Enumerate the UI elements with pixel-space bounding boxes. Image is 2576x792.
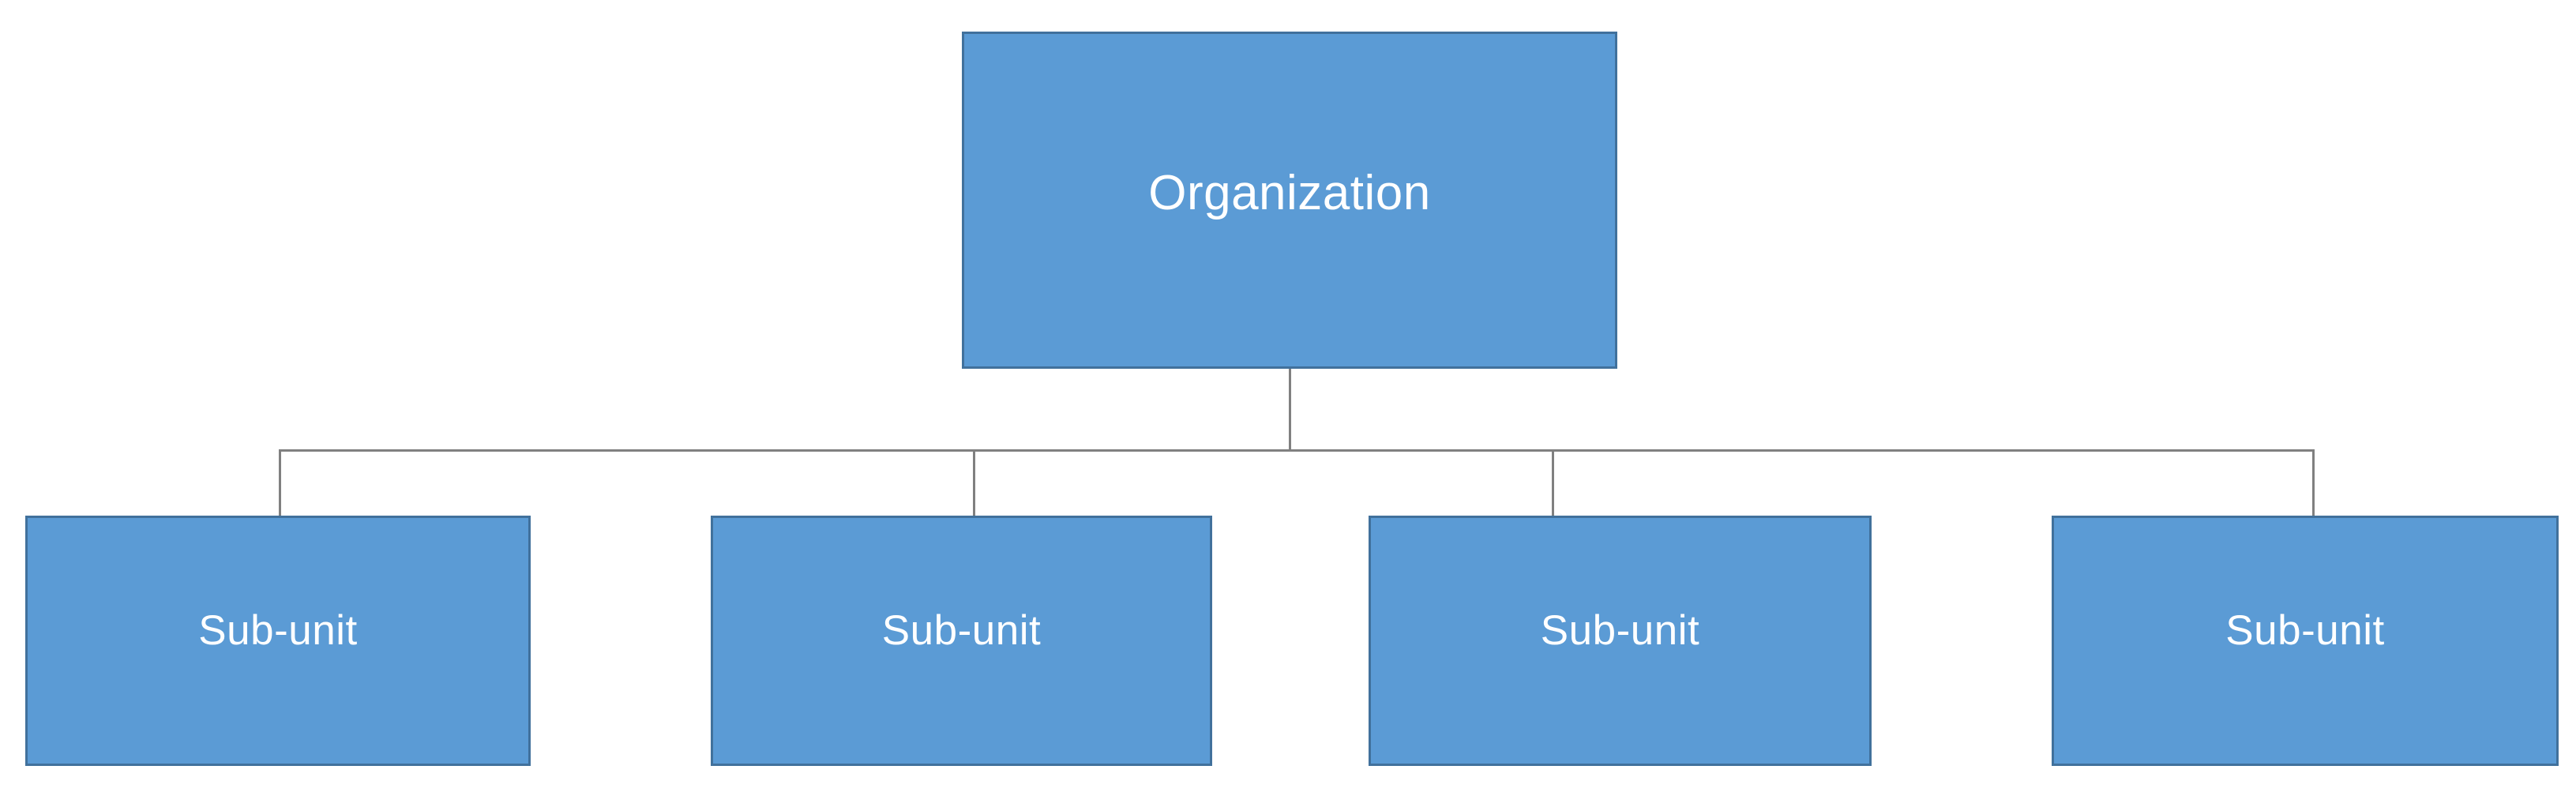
org-node-sub-unit-2-label: Sub-unit: [881, 607, 1042, 655]
org-node-root[interactable]: Organization: [962, 32, 1617, 369]
org-node-sub-unit-3-label: Sub-unit: [1540, 607, 1700, 655]
org-node-root-label: Organization: [1148, 166, 1431, 221]
org-node-sub-unit-1-label: Sub-unit: [198, 607, 358, 655]
org-node-sub-unit-4[interactable]: Sub-unit: [2052, 516, 2559, 766]
connector-horizontal-bus: [279, 449, 2315, 452]
connector-drop-sub-unit-4: [2312, 449, 2315, 518]
connector-drop-sub-unit-1: [279, 449, 281, 518]
connector-drop-sub-unit-2: [973, 449, 975, 518]
connector-drop-sub-unit-3: [1552, 449, 1554, 518]
org-node-sub-unit-3[interactable]: Sub-unit: [1369, 516, 1872, 766]
org-node-sub-unit-4-label: Sub-unit: [2225, 607, 2385, 655]
org-node-sub-unit-2[interactable]: Sub-unit: [711, 516, 1212, 766]
org-node-sub-unit-1[interactable]: Sub-unit: [25, 516, 531, 766]
connector-root-stem: [1289, 369, 1291, 452]
